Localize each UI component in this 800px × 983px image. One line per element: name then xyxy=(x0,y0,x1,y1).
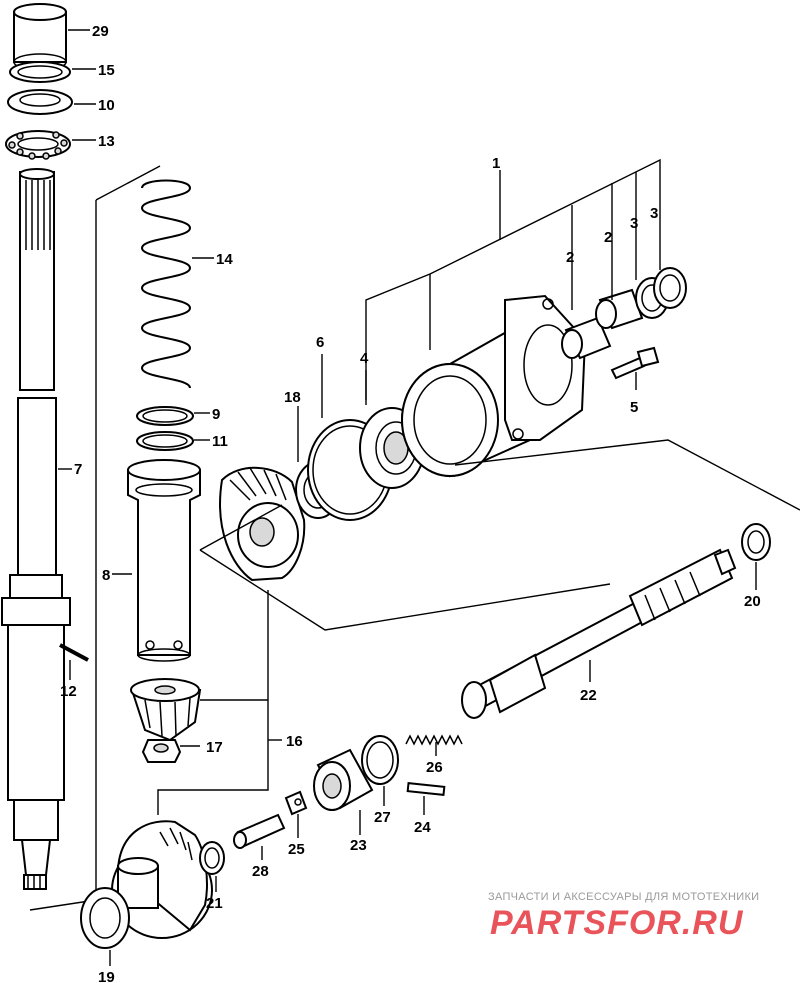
callout-3b: 3 xyxy=(650,205,658,222)
part-29-bushing xyxy=(13,3,67,71)
callout-3a: 3 xyxy=(630,215,638,232)
callout-15: 15 xyxy=(98,62,115,79)
part-24-pin xyxy=(406,782,446,796)
callout-11: 11 xyxy=(212,433,228,450)
part-10-washer xyxy=(7,89,73,115)
callout-17: 17 xyxy=(206,739,223,756)
callout-20: 20 xyxy=(744,593,761,610)
callout-21: 21 xyxy=(206,895,223,912)
part-19-shim xyxy=(80,887,130,949)
part-16-pinion-gear xyxy=(130,678,202,742)
part-26-spring xyxy=(405,734,463,746)
callout-9: 9 xyxy=(212,406,220,423)
part-20-washer xyxy=(741,523,771,561)
callout-23: 23 xyxy=(350,837,367,854)
part-3-seal-b xyxy=(653,267,687,309)
callout-25: 25 xyxy=(288,841,305,858)
callout-26: 26 xyxy=(426,759,443,776)
callout-14: 14 xyxy=(216,251,233,268)
part-11-ring xyxy=(136,431,194,451)
part-reverse-gear xyxy=(219,466,306,582)
callout-27: 27 xyxy=(374,809,391,826)
callout-8: 8 xyxy=(102,567,110,584)
part-12-pin xyxy=(59,643,89,662)
watermark-tagline: ЗАПЧАСТИ И АКСЕССУАРЫ ДЛЯ МОТОТЕХНИКИ xyxy=(488,891,759,903)
callout-10: 10 xyxy=(98,97,115,114)
callout-16: 16 xyxy=(286,733,303,750)
part-5-bolt xyxy=(610,346,660,380)
part-8-tube xyxy=(127,459,201,662)
callout-6: 6 xyxy=(316,334,324,351)
part-23-clutch xyxy=(313,748,374,811)
callout-4: 4 xyxy=(360,350,369,367)
part-14-spring xyxy=(140,179,192,389)
callout-18: 18 xyxy=(284,389,301,406)
callout-28: 28 xyxy=(252,863,269,880)
part-17-nut xyxy=(141,739,182,763)
part-13-thrust-bearing xyxy=(5,130,71,160)
part-25-pin xyxy=(284,790,308,816)
part-22-propeller-shaft xyxy=(461,548,737,719)
part-2-needle-bearing-b xyxy=(595,288,644,330)
callout-5: 5 xyxy=(630,399,638,416)
callout-29: 29 xyxy=(92,23,109,40)
callout-24: 24 xyxy=(414,819,431,836)
part-28-plunger xyxy=(233,813,286,849)
callout-2b: 2 xyxy=(604,229,612,246)
callout-12: 12 xyxy=(60,683,77,700)
callout-1: 1 xyxy=(492,155,500,172)
part-15-ring xyxy=(9,61,71,83)
part-7-drive-shaft xyxy=(1,168,71,890)
watermark: ЗАПЧАСТИ И АКСЕССУАРЫ ДЛЯ МОТОТЕХНИКИ PA… xyxy=(488,891,759,942)
callout-19: 19 xyxy=(98,969,115,983)
callout-2a: 2 xyxy=(566,249,574,266)
part-21-washer xyxy=(199,841,225,875)
callout-7: 7 xyxy=(74,461,82,478)
callout-13: 13 xyxy=(98,133,115,150)
callout-22: 22 xyxy=(580,687,597,704)
watermark-logo: PARTSFOR.RU xyxy=(490,904,744,942)
part-27-spring-ring xyxy=(361,735,399,785)
part-9-ring xyxy=(136,406,194,426)
part-2-needle-bearing-a xyxy=(561,316,612,360)
part-1-shaft-housing xyxy=(401,294,587,478)
